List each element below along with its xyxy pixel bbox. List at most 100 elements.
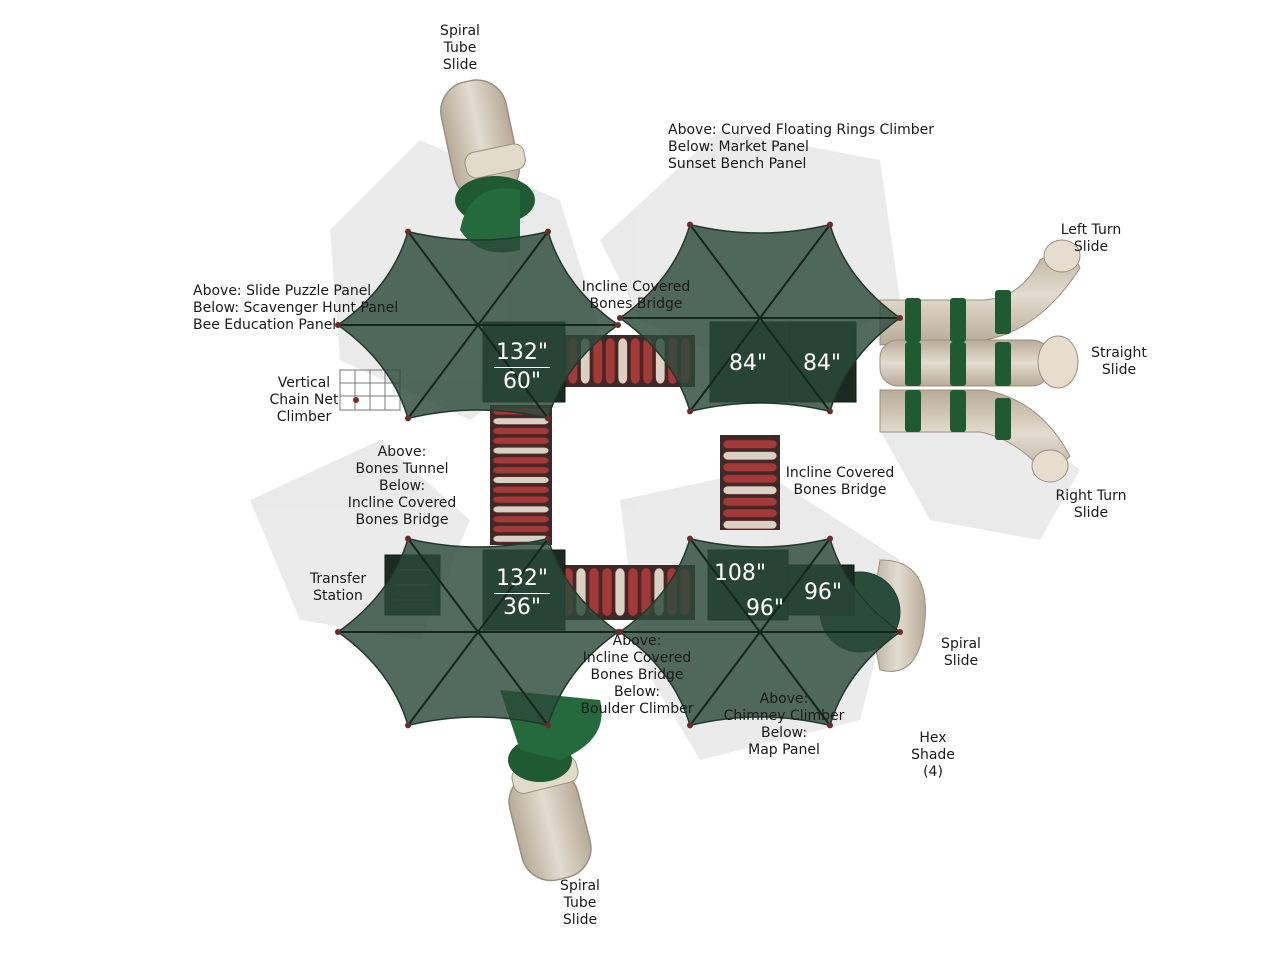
spiral-tube-slide-bottom bbox=[500, 690, 602, 882]
hex-shade-tip bbox=[687, 221, 693, 228]
label-vertical-net: Vertical Chain Net Climber bbox=[269, 375, 339, 425]
deck-br-height-c: 96" bbox=[803, 580, 843, 605]
hex-shade-tip bbox=[897, 629, 903, 635]
left-turn-slide bbox=[879, 239, 1081, 346]
label-chimney-climber: Above: Chimney Climber Below: Map Panel bbox=[723, 691, 845, 758]
hex-shade-tip bbox=[827, 722, 833, 729]
deck-tl-height-bottom: 60" bbox=[502, 369, 542, 394]
bridge-rung bbox=[492, 525, 550, 533]
hex-shade-tip bbox=[405, 535, 411, 542]
incline-bridge-right bbox=[720, 435, 780, 530]
hex-shade-rib bbox=[477, 631, 549, 726]
hex-shade-rib bbox=[407, 231, 479, 326]
bridge-rung bbox=[722, 520, 778, 530]
bridge-rung bbox=[492, 466, 550, 474]
bridge-rung bbox=[614, 567, 626, 617]
bridge-rung bbox=[492, 456, 550, 465]
label-incline-bridge-right: Incline Covered Bones Bridge bbox=[785, 465, 895, 498]
hex-shade-tip bbox=[335, 322, 341, 328]
bridge-rung bbox=[492, 446, 550, 455]
deck-bl-height-bottom: 36" bbox=[502, 595, 542, 620]
bridge-rung bbox=[492, 505, 550, 514]
label-straight-slide: Straight Slide bbox=[1091, 345, 1147, 378]
spiral-tube-slide-top bbox=[440, 79, 535, 253]
bridge-rung bbox=[492, 485, 550, 494]
bridge-rung bbox=[605, 337, 616, 385]
label-boulder-climber: Above: Incline Covered Bones Bridge Belo… bbox=[580, 633, 694, 717]
hex-shade-tip bbox=[897, 315, 903, 321]
hex-shade-tip bbox=[827, 221, 833, 228]
bones-tunnel-left bbox=[490, 405, 552, 545]
bridge-rung bbox=[492, 417, 550, 425]
deck-bl-heights: 132" 36" bbox=[493, 566, 551, 621]
hex-shade-rib bbox=[759, 631, 831, 726]
deck-tl-height-top: 132" bbox=[493, 340, 551, 368]
bridge-rung bbox=[601, 567, 613, 617]
hex-shade-tip bbox=[615, 322, 621, 328]
hex-shade-tip bbox=[545, 722, 551, 729]
bridge-rung bbox=[722, 451, 778, 461]
bridge-rung bbox=[722, 485, 778, 495]
deck-bl-height-top: 132" bbox=[493, 566, 551, 594]
hex-shade-tip bbox=[687, 408, 693, 415]
label-spiral-tube-slide-top: Spiral Tube Slide bbox=[440, 23, 480, 73]
hex-shade-rib bbox=[689, 317, 761, 412]
hex-shade-tip bbox=[405, 722, 411, 729]
bridge-rung bbox=[722, 439, 778, 449]
hex-shade-tip bbox=[687, 722, 693, 729]
bridge-rung bbox=[617, 337, 628, 385]
vertical-chain-net-climber bbox=[339, 369, 401, 411]
label-spiral-tube-slide-bottom: Spiral Tube Slide bbox=[560, 878, 600, 928]
bridge-rung bbox=[492, 427, 550, 435]
hex-shade-tip bbox=[335, 629, 341, 635]
label-spiral-slide: Spiral Slide bbox=[941, 636, 981, 669]
hex-shade-tip bbox=[827, 408, 833, 415]
hex-shade-tip bbox=[545, 415, 551, 422]
hex-shade-rib bbox=[407, 631, 479, 726]
hex-shade-tip bbox=[545, 228, 551, 235]
hex-shade-rib bbox=[477, 324, 549, 419]
label-bones-tunnel: Above: Bones Tunnel Below: Incline Cover… bbox=[347, 444, 457, 528]
bridge-rung bbox=[722, 497, 778, 507]
deck-br-height-b: 96" bbox=[745, 596, 785, 621]
hex-shade-rib bbox=[407, 538, 479, 633]
right-slides bbox=[879, 239, 1081, 483]
hex-shades bbox=[335, 221, 903, 729]
hex-shade-tip bbox=[827, 535, 833, 542]
hex-shade-tip bbox=[405, 228, 411, 235]
bridge-rung bbox=[630, 337, 641, 385]
hex-shade-rib bbox=[759, 317, 831, 412]
label-right-turn-slide: Right Turn Slide bbox=[1055, 488, 1127, 521]
bridge-rung bbox=[492, 495, 550, 504]
bridge-rung bbox=[722, 508, 778, 518]
deck-tl-heights: 132" 60" bbox=[493, 340, 551, 395]
deck-tr-height-a: 84" bbox=[728, 351, 768, 376]
hex-shade-rib bbox=[407, 324, 479, 419]
hex-shade-rib bbox=[689, 538, 761, 633]
label-transfer-station: Transfer Station bbox=[309, 571, 367, 604]
bridge-rung bbox=[492, 476, 550, 484]
label-rings-climber: Above: Curved Floating Rings Climber Bel… bbox=[668, 122, 934, 172]
hex-shade-rib bbox=[477, 231, 549, 326]
bridge-rung bbox=[722, 474, 778, 484]
label-slide-puzzle: Above: Slide Puzzle Panel Below: Scaveng… bbox=[193, 283, 399, 333]
hex-shade-tip bbox=[545, 535, 551, 542]
hex-shade-tip bbox=[687, 535, 693, 542]
label-hex-shade: Hex Shade (4) bbox=[911, 730, 955, 780]
hex-shade-rib bbox=[689, 631, 761, 726]
deck-br-height-a: 108" bbox=[713, 561, 767, 586]
bridge-rung bbox=[627, 567, 639, 617]
label-incline-bridge-top: Incline Covered Bones Bridge bbox=[581, 279, 691, 312]
hex-shade-rib bbox=[759, 538, 831, 633]
hex-shade-tip bbox=[617, 629, 623, 635]
bridge-rung bbox=[722, 462, 778, 472]
hex-shade-rib bbox=[759, 224, 831, 319]
hex-shade-tip bbox=[405, 415, 411, 422]
right-turn-slide bbox=[879, 389, 1071, 483]
hex-shade-rib bbox=[477, 538, 549, 633]
hex-shade-tip bbox=[617, 315, 623, 321]
label-left-turn-slide: Left Turn Slide bbox=[1060, 222, 1122, 255]
hex-shade-rib bbox=[689, 224, 761, 319]
bridge-rung bbox=[492, 436, 550, 445]
